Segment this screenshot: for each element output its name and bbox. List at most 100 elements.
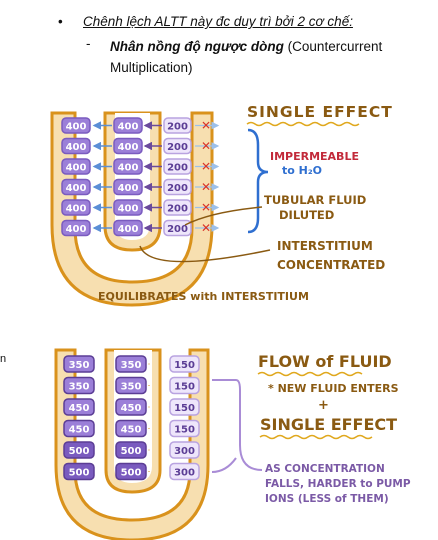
x-mark-icon: ✕ xyxy=(201,139,211,153)
f1-inner-box xyxy=(113,199,143,216)
f2-right-box xyxy=(169,419,200,438)
f1-outer-box xyxy=(61,219,91,237)
f1-outer-box xyxy=(61,178,91,196)
figure1-labels: SINGLE EFFECT IMPERMEABLE to H₂O TUBULAR… xyxy=(98,103,393,303)
f2-right-value: 150 xyxy=(174,360,195,371)
figure2-outer-boxes: 350 350 450 450 500 500 xyxy=(63,355,95,481)
f2-right-value: 300 xyxy=(174,446,195,457)
f2-outer-box xyxy=(63,355,95,373)
f2-inner-box xyxy=(115,441,147,459)
f2-right-value: 150 xyxy=(174,403,195,414)
f2-right-box xyxy=(169,398,200,416)
f1-right-box xyxy=(163,158,192,175)
f1-inner-value: 400 xyxy=(118,122,139,133)
f1-outer-box xyxy=(61,137,91,155)
f2-inner-value: 350 xyxy=(121,382,142,393)
f2-right-box xyxy=(169,462,200,481)
f1-right-value: 200 xyxy=(167,224,188,235)
underline-squiggle-2 xyxy=(257,371,363,377)
f2-inner-box xyxy=(115,398,147,416)
f1-inner-box xyxy=(113,178,143,196)
label-equilibrates: EQUILIBRATES with INTERSTITIUM xyxy=(98,290,309,303)
f2-outer-value: 350 xyxy=(69,360,90,371)
f1-right-value: 200 xyxy=(167,183,188,194)
f2-inner-value: 450 xyxy=(121,425,142,436)
figure-2-loop: 350 350 450 450 500 500 350 350 450 450 500 500 15… xyxy=(54,348,210,540)
flow-bracket-lower xyxy=(211,457,237,473)
tubular-connector xyxy=(184,206,263,226)
f1-inner-value: 400 xyxy=(118,142,139,153)
f2-outer-value: 450 xyxy=(69,425,90,436)
underline-squiggle-1 xyxy=(246,121,360,127)
f2-outer-box xyxy=(63,398,95,416)
f1-outer-value: 400 xyxy=(66,183,87,194)
f1-outer-box xyxy=(61,117,91,134)
f2-right-box xyxy=(169,355,200,373)
f1-right-box xyxy=(163,199,192,216)
label-as-concentration: AS CONCENTRATION xyxy=(265,463,385,475)
sub-bullet-dash: - xyxy=(86,36,91,51)
f2-outer-box xyxy=(63,441,95,459)
f1-inner-box xyxy=(113,158,143,175)
sub-bullet-text: Nhân nồng độ ngược dòng (Countercurrent … xyxy=(110,36,410,78)
sub-bullet-rest: (Countercurrent Multiplication) xyxy=(110,39,383,75)
flow-bracket xyxy=(211,379,263,471)
bullet-text: Chênh lệch ALTT này đc duy trì bởi 2 cơ … xyxy=(83,14,353,29)
label-plus: + xyxy=(318,398,329,413)
bullet-dot-icon: • xyxy=(58,14,63,29)
f1-inner-box xyxy=(113,137,143,155)
f1-right-box xyxy=(163,178,192,196)
f1-outer-value: 400 xyxy=(66,163,87,174)
f1-inner-box xyxy=(113,219,143,237)
f2-inner-box xyxy=(115,462,147,481)
x-mark-icon: ✕ xyxy=(201,180,211,194)
label-diluted: DILUTED xyxy=(279,208,334,222)
underline-squiggle-3 xyxy=(259,434,373,440)
label-falls-harder: FALLS, HARDER to PUMP xyxy=(265,478,411,490)
f1-inner-value: 400 xyxy=(118,224,139,235)
label-single-effect-2: SINGLE EFFECT xyxy=(260,415,397,434)
x-mark-icon: ✕ xyxy=(201,119,211,133)
interstitium-connector xyxy=(139,245,271,263)
x-mark-icon: ✕ xyxy=(201,221,211,235)
figure2-labels: FLOW of FLUID * NEW FLUID ENTERS + SINGL… xyxy=(257,352,411,505)
f1-right-box xyxy=(163,219,192,237)
f1-right-value: 200 xyxy=(167,204,188,215)
label-tubular-fluid: TUBULAR FLUID xyxy=(264,193,366,207)
f1-inner-value: 400 xyxy=(118,183,139,194)
f1-outer-value: 400 xyxy=(66,224,87,235)
f2-outer-value: 500 xyxy=(69,446,90,457)
f2-right-value: 150 xyxy=(174,425,195,436)
f2-outer-box xyxy=(63,376,95,395)
label-single-effect-1: SINGLE EFFECT xyxy=(247,103,393,121)
figure1-arrows: ✕ ✕ ✕ ✕ ✕ ✕ xyxy=(92,119,220,235)
f2-right-box xyxy=(169,376,200,395)
f1-outer-box xyxy=(61,199,91,216)
f1-outer-value: 400 xyxy=(66,204,87,215)
f1-right-box xyxy=(163,117,192,134)
label-ions-less: IONS (LESS of THEM) xyxy=(265,493,389,505)
label-impermeable: IMPERMEABLE xyxy=(270,150,359,163)
f1-inner-value: 400 xyxy=(118,204,139,215)
sub-bullet-bold: Nhân nồng độ ngược dòng xyxy=(110,39,284,54)
f2-outer-value: 500 xyxy=(69,468,90,479)
f1-right-value: 200 xyxy=(167,122,188,133)
f2-outer-value: 350 xyxy=(69,382,90,393)
label-new-fluid: * NEW FLUID ENTERS xyxy=(268,382,399,395)
f1-inner-box xyxy=(113,117,143,134)
impermeable-bracket xyxy=(247,128,269,234)
f2-right-value: 150 xyxy=(174,382,195,393)
label-flow-of-fluid: FLOW of FLUID xyxy=(258,352,392,371)
margin-fragment: n xyxy=(0,353,7,365)
f2-inner-box xyxy=(115,419,147,438)
x-mark-icon: ✕ xyxy=(201,160,211,174)
f2-outer-value: 450 xyxy=(69,403,90,414)
x-mark-icon: ✕ xyxy=(201,201,211,215)
